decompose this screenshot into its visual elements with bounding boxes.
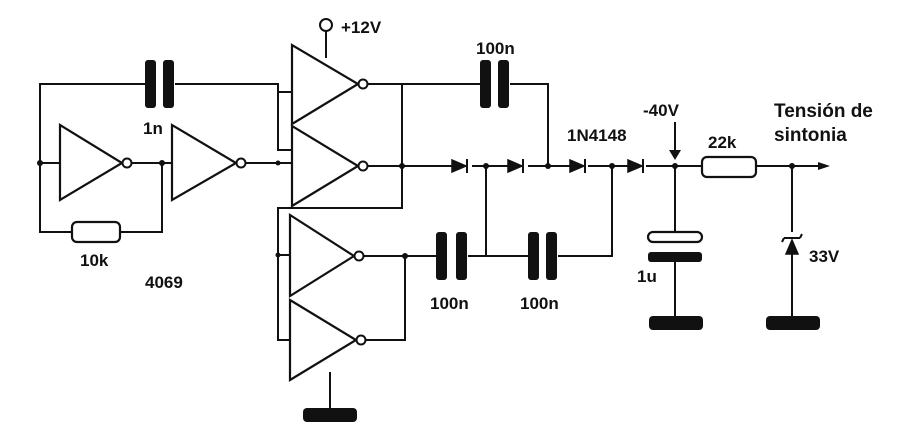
voltage-label: -40V <box>643 101 680 120</box>
inverter-gate-buffer-top <box>290 43 369 126</box>
voltage-arrow-icon <box>669 150 681 160</box>
resistor-22k <box>700 155 758 179</box>
diode-2 <box>507 158 524 174</box>
supply-label: +12V <box>341 18 382 37</box>
resistor-10k-label: 10k <box>80 251 109 270</box>
capacitor-100n-mid <box>436 232 467 280</box>
capacitor-100n-right <box>528 232 557 280</box>
inverter-gate-buffer-3 <box>288 212 365 298</box>
ic-label: 4069 <box>145 273 183 292</box>
cap-100n-top-label: 100n <box>476 39 515 58</box>
ground-zener-icon <box>766 316 820 330</box>
ground-cap-icon <box>649 316 703 330</box>
resistor-10k <box>70 220 122 244</box>
output-arrow-icon <box>818 162 830 170</box>
cap-1u-label: 1u <box>637 267 657 286</box>
diode-3 <box>569 158 586 174</box>
supply-terminal-icon <box>319 18 333 32</box>
inverter-gate-buffer-4 <box>288 298 367 382</box>
ground-gates-icon <box>303 408 357 422</box>
diode-1 <box>451 158 468 174</box>
inverter-gate-1 <box>58 123 133 202</box>
cap-100n-mid-label: 100n <box>430 294 469 313</box>
output-label-line2: sintonia <box>774 125 847 146</box>
capacitor-1u <box>646 230 704 262</box>
junction-dots <box>37 160 795 259</box>
resistor-22k-label: 22k <box>708 133 737 152</box>
cap-1n-label: 1n <box>143 119 163 138</box>
diode-4 <box>627 158 644 174</box>
inverter-gate-buffer-2 <box>290 124 369 208</box>
output-label-line1: Tensión de <box>774 101 873 122</box>
wires <box>39 30 825 410</box>
zener-diode-33v <box>781 233 803 255</box>
capacitor-100n-top <box>480 60 509 108</box>
capacitor-1n <box>145 60 174 108</box>
diode-label: 1N4148 <box>567 126 627 145</box>
zener-label: 33V <box>809 247 840 266</box>
inverter-gate-2 <box>170 123 247 202</box>
cap-100n-right-label: 100n <box>520 294 559 313</box>
